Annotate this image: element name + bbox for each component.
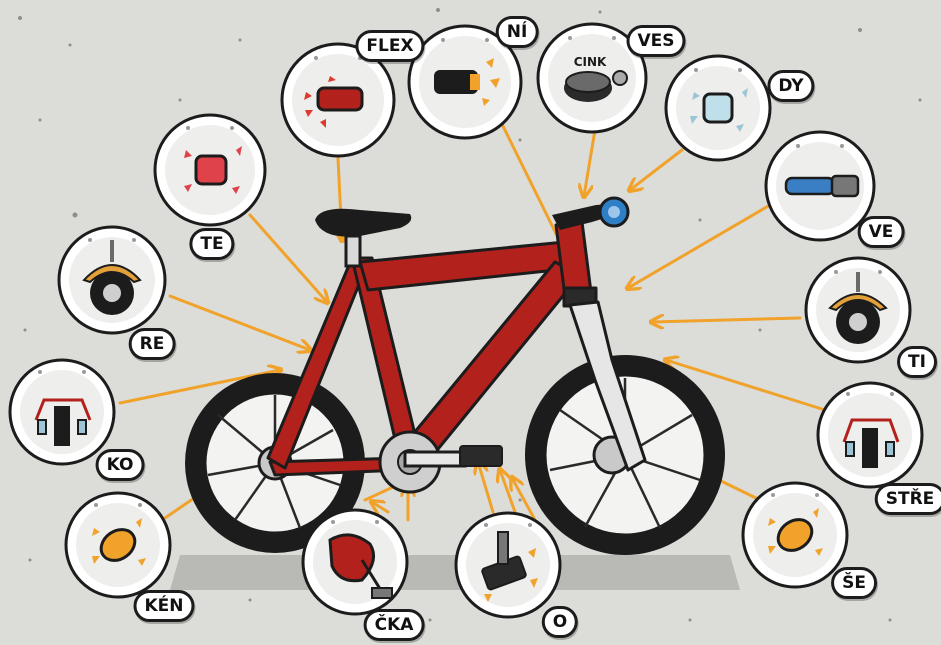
label-ve: VE <box>858 216 905 248</box>
bubble-o <box>456 513 560 617</box>
grip-icon <box>786 178 834 194</box>
label-o: O <box>542 606 578 638</box>
bubble-ko <box>10 360 114 464</box>
bell-caption: CINK <box>574 55 607 69</box>
bubble-ti <box>806 258 910 362</box>
chain-guard-icon <box>330 535 374 581</box>
bubble-ve <box>766 132 874 240</box>
label-dy: DY <box>767 70 814 102</box>
bubble-dy <box>666 56 770 160</box>
bubble-stre <box>818 383 922 487</box>
rear-light-icon <box>318 88 362 110</box>
seat-post <box>346 236 360 266</box>
saddle <box>315 209 411 237</box>
label-ti: TI <box>897 346 937 378</box>
label-ves: VES <box>626 25 685 57</box>
label-ko: KO <box>96 449 145 481</box>
front-reflector-icon <box>704 94 732 122</box>
label-se: ŠE <box>831 567 877 599</box>
bubble-se <box>743 483 847 587</box>
label-flex: FLEX <box>355 30 424 62</box>
label-te: TE <box>189 228 234 260</box>
bubble-cka <box>303 510 407 614</box>
rear-reflector-icon <box>196 156 226 184</box>
bubble-re <box>59 227 165 333</box>
bubble-ken <box>66 493 170 597</box>
label-cka: ČKA <box>364 609 425 641</box>
label-stre: STŘE <box>875 483 941 515</box>
label-re: RE <box>129 328 176 360</box>
label-ken: KÉN <box>133 590 194 622</box>
bike-bell <box>600 198 628 226</box>
label-ni: NÍ <box>496 16 539 48</box>
bubble-te <box>155 115 265 225</box>
